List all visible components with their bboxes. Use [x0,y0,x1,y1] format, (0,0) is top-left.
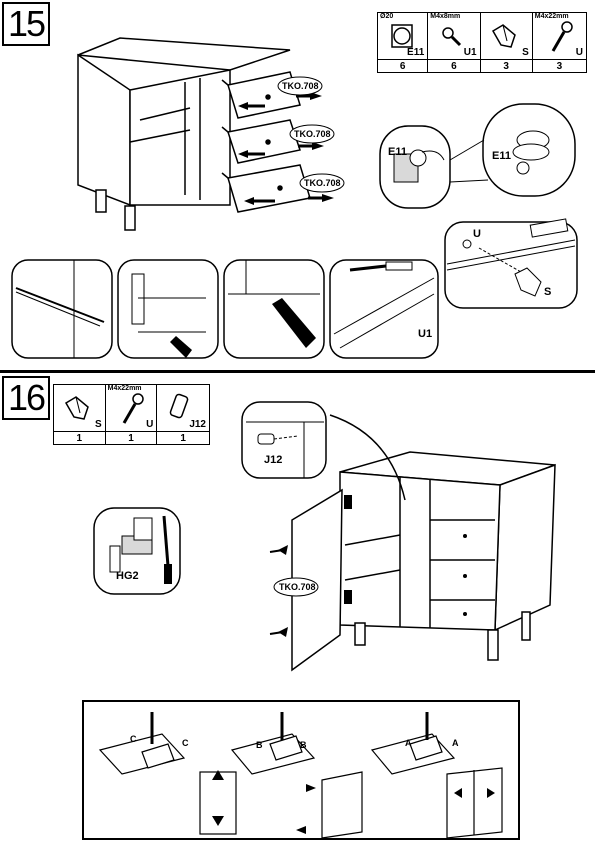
hinge-adjustment-panel [82,700,520,840]
part-code: U [146,419,154,430]
step-16-parts-table: S M4x22mm U J12 1 1 1 [53,384,210,445]
hinge-mark: C [182,738,189,748]
step-15-parts-table: Ø20 E11 M4x8mm U1 S M4x22mm [376,12,588,73]
hinge-mark: A [452,738,459,748]
part-qty: 6 [427,59,481,73]
drawer-label: TKO.708 [282,81,319,91]
dowel-label: J12 [264,454,283,466]
long-screw-icon [122,393,144,424]
step-16-cabinet-drawing [269,414,556,672]
door-label: TKO.708 [279,582,316,592]
hinge-label: HG2 [116,570,139,582]
part-code: U1 [463,47,477,58]
step-divider [0,370,595,373]
cam-cap-icon [391,24,413,48]
part-qty: 1 [156,431,210,445]
step-16-number: 16 [2,376,50,420]
hinge-mark: B [256,740,263,750]
long-screw-icon [551,21,573,52]
part-code: S [95,419,102,430]
part-j12-cell: J12 [156,384,210,432]
part-u-cell: M4x22mm U [531,12,588,60]
part-spec: Ø20 [380,13,394,20]
short-screw-icon [442,27,462,47]
part-qty: 3 [531,59,588,73]
part-code: E11 [407,47,425,58]
part-u-cell: M4x22mm U [104,384,158,432]
part-qty: 3 [479,59,533,73]
screw-u-label: U [473,228,481,240]
cap-label-left: E11 [388,146,407,158]
drawer-label: TKO.708 [304,178,341,188]
screw-u1-label: U1 [418,328,433,340]
part-code: U [575,47,583,58]
knob-detail [444,218,578,309]
hinge-mark: C [130,734,137,744]
drawer-slide-details [11,259,439,359]
part-qty: 6 [376,59,429,73]
part-spec: M4x8mm [430,13,461,20]
step-15-cabinet-drawing [77,37,345,231]
hinge-mark: A [405,738,412,748]
cap-label-right: E11 [492,150,511,162]
part-spec: M4x22mm [534,13,569,20]
part-spec: M4x22mm [107,385,142,392]
part-s-cell: S [53,384,106,432]
part-s-cell: S [479,12,533,60]
part-code: S [522,47,529,58]
knob-icon [491,24,516,48]
step-15-number: 15 [2,2,50,46]
dowel-icon [170,393,189,419]
drawer-label: TKO.708 [294,129,331,139]
knob-icon [64,396,89,420]
hinge-detail [93,507,181,595]
knob-s-label: S [544,286,552,298]
dowel-detail [241,401,327,479]
part-code: J12 [189,419,206,430]
part-qty: 1 [104,431,158,445]
cam-cap-detail [379,103,576,209]
hinge-mark: B [300,740,307,750]
